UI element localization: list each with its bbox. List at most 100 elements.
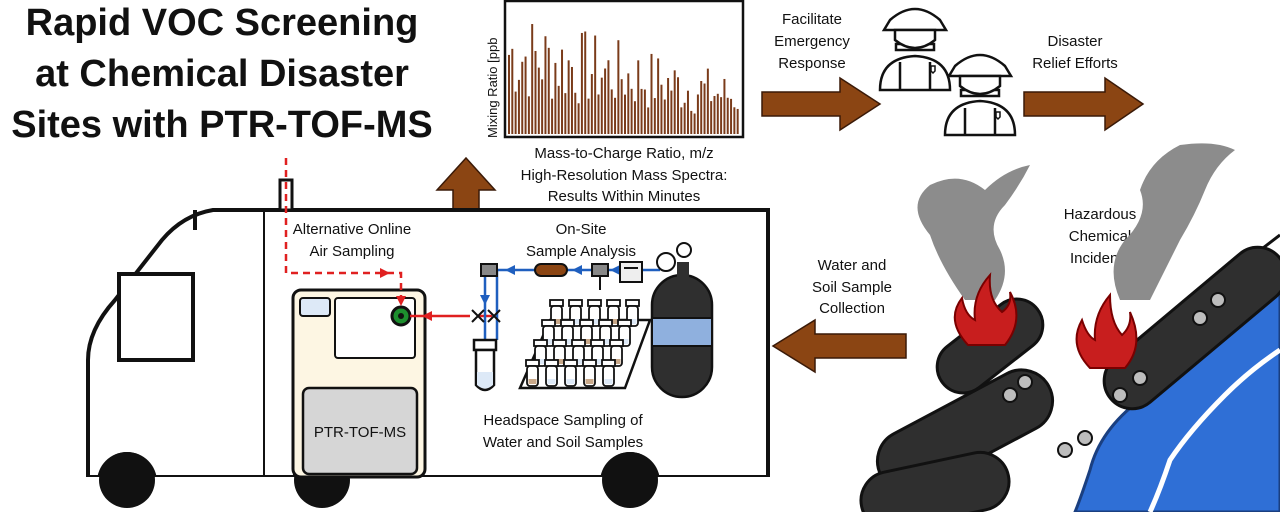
- spectrum-bar: [564, 93, 567, 134]
- spectrum-bar: [677, 77, 680, 134]
- helmet-icon: [881, 7, 949, 32]
- vial-sample: [590, 319, 599, 324]
- title-line-2: at Chemical Disaster: [35, 53, 409, 95]
- spectrum-bar: [517, 79, 520, 134]
- tank-car-2: [1102, 245, 1280, 411]
- spectrum-bar: [600, 77, 603, 134]
- spectrum-bar: [570, 66, 573, 134]
- label-water-2: Soil Sample: [812, 279, 892, 296]
- vial-sample: [604, 379, 613, 384]
- vial-sample: [582, 339, 591, 344]
- vial-sample: [628, 319, 637, 324]
- spectrum-bar: [544, 36, 547, 134]
- spectrum-bar: [541, 79, 544, 134]
- spectrum-xlabel: Mass-to-Charge Ratio, m/z: [534, 145, 713, 162]
- spectrum-bar: [514, 91, 517, 134]
- responder-2-face: [958, 74, 1002, 96]
- vial-sample: [574, 359, 583, 364]
- spectrum-bar: [554, 62, 557, 134]
- mass-spectrum: Mixing Ratio [ppb Mass-to-Charge Ratio, …: [485, 0, 745, 205]
- spectrum-bar: [531, 24, 534, 135]
- water-ripple: [1147, 347, 1280, 512]
- spectrum-bar: [710, 101, 713, 134]
- spectrum-bar: [614, 97, 617, 134]
- gauge-icon: [656, 252, 676, 272]
- spectrum-bar: [524, 56, 527, 134]
- spectrum-bar: [637, 60, 640, 134]
- spectrum-bar: [577, 103, 580, 134]
- valves: [471, 261, 643, 323]
- vial-sample: [585, 379, 594, 384]
- label-emergency-1: Facilitate: [782, 11, 842, 28]
- spectrum-bar: [590, 74, 593, 134]
- vial-sample: [593, 359, 602, 364]
- label-headspace-1: Headspace Sampling of: [483, 412, 643, 429]
- spectrum-bar: [521, 61, 524, 134]
- spectrum-bar: [700, 81, 703, 134]
- spectrum-bar: [607, 60, 610, 134]
- instrument-label: PTR-TOF-MS: [314, 424, 406, 441]
- spectrum-bar: [713, 96, 716, 134]
- spectrum-bar: [627, 73, 630, 134]
- spectrum-caption-2: Results Within Minutes: [548, 188, 701, 205]
- spectrum-bar: [580, 32, 583, 134]
- label-relief-2: Relief Efforts: [1032, 55, 1118, 72]
- responder-1-face: [893, 28, 937, 50]
- vial-sample: [555, 359, 564, 364]
- smoke-plume-left: [917, 165, 1030, 300]
- spectrum-bar: [653, 98, 656, 134]
- vial-sample: [566, 379, 575, 384]
- responder-1-body: [878, 54, 952, 92]
- vial-sample: [536, 359, 545, 364]
- spectrum-bar: [660, 84, 663, 134]
- spectrum-bar: [663, 99, 666, 134]
- spectrum-bar: [726, 97, 729, 134]
- label-online-2: Air Sampling: [309, 243, 394, 260]
- spectrum-bar: [690, 110, 693, 134]
- spectrum-bar: [630, 88, 633, 134]
- spectrum-bar: [650, 53, 653, 134]
- spectrum-bar: [667, 78, 670, 134]
- label-hazard-2: Chemical: [1069, 228, 1132, 245]
- title-line-3: Sites with PTR-TOF-MS: [11, 104, 433, 146]
- spectrum-bar: [730, 98, 733, 134]
- spectrum-bar: [703, 83, 706, 134]
- carrier-arrow-heads: [480, 265, 620, 305]
- spectrum-ylabel: Mixing Ratio [ppb: [485, 38, 500, 138]
- spectrum-bar: [624, 94, 626, 134]
- vial-sample: [528, 379, 537, 384]
- spectrum-bar: [604, 68, 607, 134]
- spectrum-bars: [508, 24, 739, 135]
- arrow-left-collection: [771, 318, 907, 374]
- spectrum-bar: [537, 67, 540, 134]
- spectrum-bar: [567, 60, 570, 135]
- gas-cylinder: [650, 242, 714, 399]
- spectrum-bar: [633, 101, 636, 134]
- fire-icon: [1075, 292, 1138, 369]
- label-headspace-2: Water and Soil Samples: [483, 434, 643, 451]
- spectrum-bar: [574, 92, 577, 134]
- badge-icon: [930, 65, 936, 75]
- spectrum-bar: [693, 113, 696, 134]
- tank-car-4: [859, 450, 1011, 512]
- instrument-screen: [299, 297, 331, 317]
- spectrum-bar: [561, 49, 564, 135]
- vial-sample: [612, 359, 621, 364]
- responder-2-body: [943, 99, 1017, 137]
- spectrum-bar: [736, 108, 739, 134]
- online-air-sampling-line: [284, 158, 403, 305]
- vial-sample: [552, 319, 561, 324]
- label-onsite-2: Sample Analysis: [526, 243, 636, 260]
- label-onsite-1: On-Site: [556, 221, 607, 238]
- spectrum-bar: [720, 97, 723, 134]
- label-emergency-3: Response: [778, 55, 846, 72]
- vial-sample: [620, 339, 629, 344]
- spectrum-bar: [706, 68, 709, 134]
- gauge-icon: [676, 242, 692, 258]
- spectrum-bar: [597, 94, 600, 134]
- spectrum-caption-1: High-Resolution Mass Spectra:: [521, 167, 728, 184]
- filter-cartridge: [534, 263, 568, 277]
- smoke-plume-right: [1113, 143, 1235, 300]
- ptr-tof-ms-instrument: PTR-TOF-MS: [291, 288, 427, 479]
